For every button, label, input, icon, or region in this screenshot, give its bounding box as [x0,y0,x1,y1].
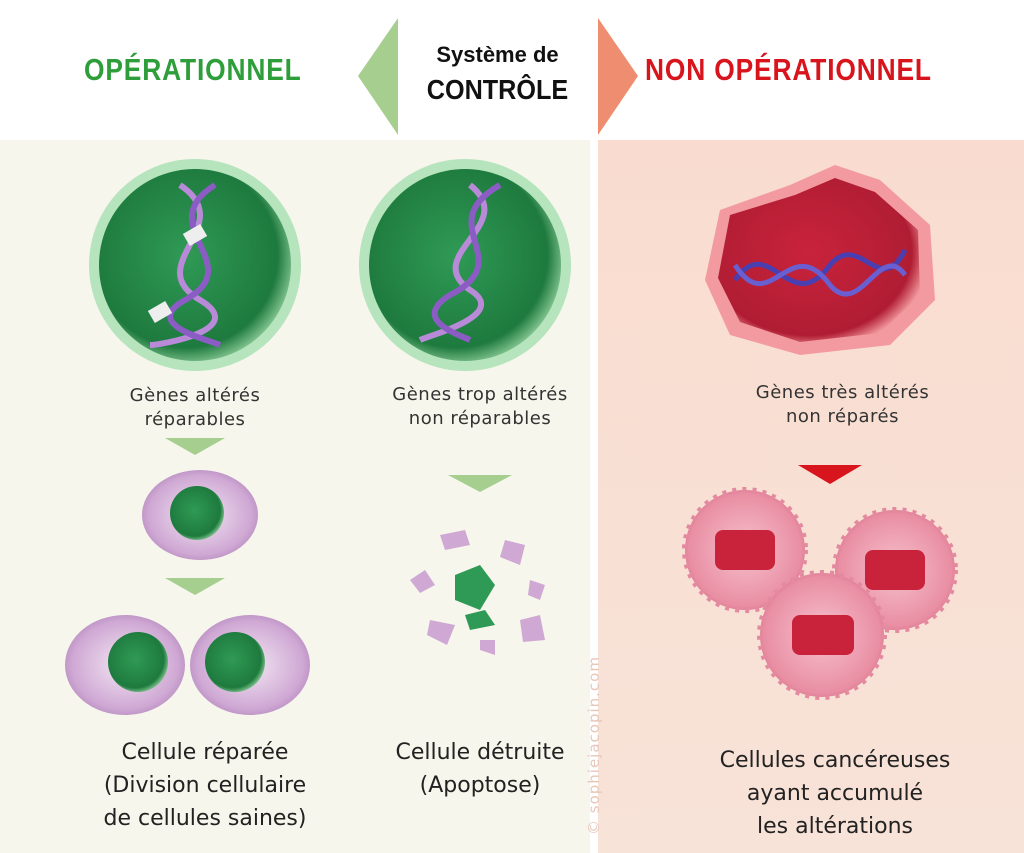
red-arrow-right [598,18,638,135]
down-arrow-1 [165,438,225,455]
down-arrow-red [798,465,862,484]
operational-title: OPÉRATIONNEL [84,52,302,87]
green-cell-repairable [89,159,301,371]
green-cell-unrepairable [359,159,571,371]
down-arrow-2 [165,578,225,595]
control-system-line2: CONTRÔLE [426,74,569,105]
caption-destroyed-cell: Cellule détruite(Apoptose) [395,740,565,798]
watermark: © sophiejacopin.com [585,656,603,835]
dividing-cells [65,615,310,715]
red-cell-damaged [705,165,935,355]
green-arrow-left [358,18,398,135]
control-system-line1: Système de [436,42,559,67]
apoptosis-fragments [410,530,545,655]
cancer-cells [682,487,958,700]
down-arrow-3 [448,475,512,492]
non-operational-title: NON OPÉRATIONNEL [645,52,932,87]
repaired-cell [142,470,258,560]
